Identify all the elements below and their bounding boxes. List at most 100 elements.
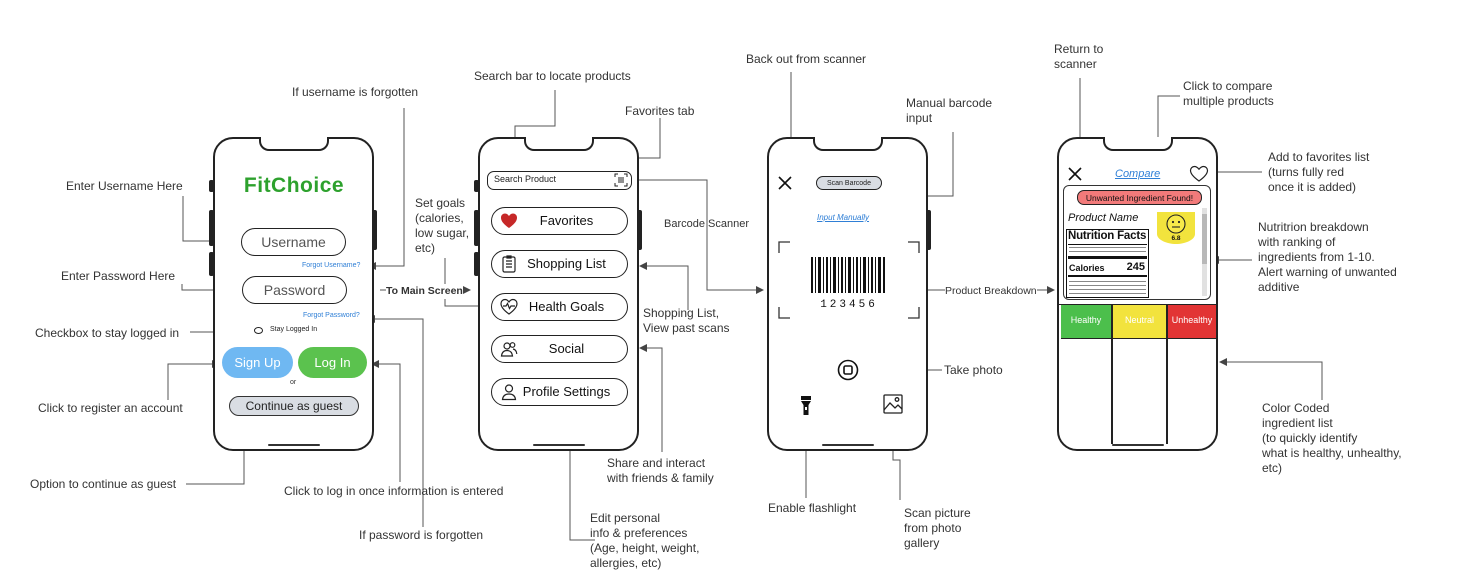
column-divider	[1111, 305, 1113, 444]
unwanted-ingredient-alert: Unwanted Ingredient Found!	[1077, 190, 1202, 205]
home-indicator	[533, 444, 585, 446]
annotation-if-username-forgotten: If username is forgotten	[292, 85, 419, 99]
scanner-phone	[767, 137, 928, 451]
annotation-back-out: Back out from scanner	[746, 52, 867, 66]
phone-notch	[813, 137, 883, 151]
annotation-if-password-forgotten: If password is forgotten	[359, 528, 484, 542]
fitchoice-logo: FitChoice	[243, 174, 345, 197]
menu-label: Profile Settings	[522, 384, 611, 399]
menu-social[interactable]: Social	[491, 335, 628, 363]
annotation-continue-guest: Option to continue as guest	[30, 477, 177, 491]
scanner-viewfinder	[778, 241, 920, 324]
annotation-product-breakdown: Product Breakdown	[945, 284, 1037, 299]
heart-icon	[500, 212, 518, 230]
nutrition-facts-title: Nutrition Facts	[1068, 230, 1147, 242]
annotation-click-register: Click to register an account	[38, 401, 183, 415]
shutter-button-icon[interactable]	[837, 359, 859, 386]
close-icon[interactable]	[777, 175, 793, 196]
search-input[interactable]: Search Product	[494, 174, 557, 184]
flashlight-icon[interactable]	[799, 396, 813, 421]
phone-notch	[259, 137, 329, 151]
barcode-number: 123456	[820, 299, 878, 311]
username-input[interactable]: Username	[241, 228, 346, 256]
side-button	[209, 210, 214, 246]
input-manually-link[interactable]: Input Manually	[817, 213, 870, 222]
menu-label: Social	[548, 341, 585, 356]
phone-notch	[1103, 137, 1173, 151]
calories-value: 245	[1126, 261, 1145, 273]
annotation-to-main-screen: To Main Screen	[386, 284, 463, 299]
or-label: or	[290, 379, 297, 386]
annotation-enable-flashlight: Enable flashlight	[768, 501, 857, 515]
annotation-take-photo: Take photo	[944, 363, 1003, 377]
health-rating-score: 6.8	[1171, 235, 1181, 242]
side-button	[474, 180, 479, 192]
annotation-shopping-list: Shopping List,View past scans	[643, 306, 730, 335]
annotation-favorites-tab: Favorites tab	[625, 104, 695, 118]
sign-up-button[interactable]: Sign Up	[222, 347, 293, 378]
menu-label: Favorites	[539, 213, 594, 228]
home-indicator	[822, 444, 874, 446]
annotation-enter-password: Enter Password Here	[61, 269, 176, 283]
home-indicator	[1112, 444, 1164, 446]
list-icon	[500, 255, 518, 273]
heart-pulse-icon	[500, 298, 518, 316]
continue-as-guest-button[interactable]: Continue as guest	[229, 396, 359, 416]
unhealthy-column-header: Unhealthy	[1168, 305, 1216, 339]
side-button	[209, 180, 214, 192]
calories-label: Calories	[1069, 263, 1105, 273]
annotation-set-goals: Set goals(calories, low sugar,etc)	[415, 196, 470, 255]
search-bar[interactable]: Search Product	[487, 171, 632, 190]
menu-profile-settings[interactable]: Profile Settings	[491, 378, 628, 406]
side-button	[637, 210, 642, 250]
user-icon	[500, 383, 518, 401]
annotation-search-bar: Search bar to locate products	[474, 69, 631, 83]
scan-icon[interactable]	[614, 173, 628, 192]
stay-logged-in-label: Stay Logged In	[270, 326, 318, 333]
forgot-password-link[interactable]: Forgot Password?	[303, 312, 360, 319]
stay-logged-in-checkbox[interactable]	[254, 327, 263, 334]
forgot-username-link[interactable]: Forgot Username?	[302, 262, 361, 269]
column-divider	[1166, 305, 1168, 444]
annotation-enter-username: Enter Username Here	[66, 179, 183, 193]
scan-barcode-button[interactable]: Scan Barcode	[816, 176, 882, 190]
annotation-barcode-scanner: Barcode Scanner	[664, 218, 749, 230]
side-button	[926, 210, 931, 250]
annotation-click-login: Click to log in once information is ente…	[284, 484, 504, 498]
people-icon	[500, 340, 518, 358]
side-button	[372, 210, 377, 250]
scrollbar-thumb[interactable]	[1202, 214, 1207, 264]
product-name: Product Name	[1068, 212, 1139, 224]
phone-notch	[524, 137, 594, 151]
heart-outline-icon[interactable]	[1189, 165, 1209, 188]
close-icon[interactable]	[1067, 166, 1083, 187]
healthy-column-header: Healthy	[1061, 305, 1111, 339]
side-button	[474, 210, 479, 246]
menu-health-goals[interactable]: Health Goals	[491, 293, 628, 321]
side-button	[474, 252, 479, 276]
menu-shopping-list[interactable]: Shopping List	[491, 250, 628, 278]
annotation-checkbox: Checkbox to stay logged in	[35, 326, 180, 340]
health-rating-badge	[1155, 210, 1197, 251]
compare-link[interactable]: Compare	[1115, 168, 1161, 180]
side-button	[209, 252, 214, 276]
password-input[interactable]: Password	[242, 276, 347, 304]
ingredient-columns	[1059, 304, 1217, 446]
barcode-image	[810, 257, 888, 304]
home-indicator	[268, 444, 320, 446]
nutrition-facts-label: Nutrition Facts Calories 245	[1066, 229, 1149, 298]
neutral-column-header: Neutral	[1113, 305, 1166, 339]
menu-favorites[interactable]: Favorites	[491, 207, 628, 235]
gallery-icon[interactable]	[883, 394, 903, 419]
log-in-button[interactable]: Log In	[298, 347, 367, 378]
menu-label: Shopping List	[527, 256, 606, 271]
menu-label: Health Goals	[528, 299, 605, 314]
